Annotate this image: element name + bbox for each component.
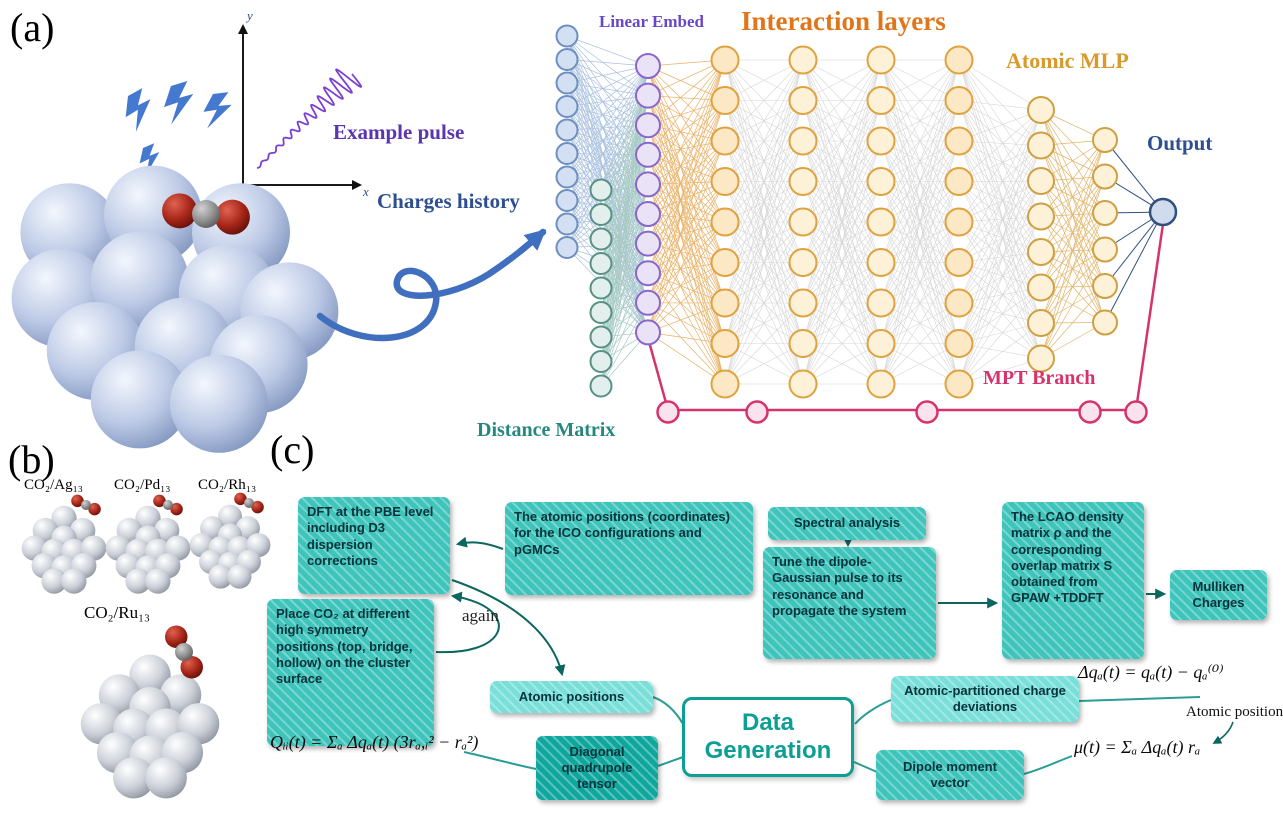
molecule-clusters [21, 492, 271, 799]
distance-matrix-label: Distance Matrix [477, 419, 616, 441]
axis-y-label: y [247, 8, 253, 23]
flow-atomic-coordinates-box: The atomic positions (coordinates) for t… [505, 502, 753, 595]
flow-quadrupole-box: Diagonal quadrupole tensor [536, 736, 658, 800]
flow-spectral-analysis-box: Spectral analysis [768, 507, 926, 540]
molecule-label-rh: CO₂/Rh₁₃ [198, 477, 257, 493]
atomic-mlp-label: Atomic MLP [1006, 48, 1129, 73]
data-generation-box: Data Generation [682, 697, 854, 777]
flow-charge-deviations-box: Atomic-partitioned charge deviations [891, 676, 1079, 722]
example-pulse-plot [238, 24, 363, 190]
flow-lcao-box: The LCAO density matrix ρ and the corres… [1002, 502, 1144, 659]
panel-a-label: (a) [10, 5, 55, 50]
charges-history-arrow [316, 228, 547, 342]
molecule-label-pd: CO₂/Pd₁₃ [114, 477, 171, 493]
lightning-bolts-icon [125, 81, 232, 176]
nanocluster-illustration [11, 165, 339, 453]
equation-dipole: μ(t) = Σₐ Δqₐ(t) rₐ [1074, 737, 1201, 757]
molecule-label-ru: CO₂/Ru₁₃ [84, 603, 150, 622]
flowchart-connectors [435, 536, 1234, 775]
flow-dipole-box: Dipole moment vector [876, 750, 1024, 800]
example-pulse-label: Example pulse [333, 120, 465, 144]
equation-charge-deviation: Δqₐ(t) = qₐ(t) − qₐ⁽⁰⁾ [1078, 662, 1224, 682]
molecule-label-ag: CO₂/Ag₁₃ [24, 477, 84, 493]
charges-history-label: Charges history [377, 189, 520, 213]
flow-place-co2-box: Place CO₂ at different high symmetry pos… [267, 599, 434, 746]
output-label: Output [1147, 131, 1213, 155]
atomic-positions-note: Atomic positions [1186, 704, 1283, 720]
interaction-layers-label: Interaction layers [741, 6, 946, 36]
panel-c-label: (c) [270, 427, 315, 472]
flow-tune-pulse-box: Tune the dipole-Gaussian pulse to its re… [763, 547, 936, 659]
mpt-branch-label: MPT Branch [983, 367, 1096, 389]
again-label: again [462, 606, 499, 625]
flow-mulliken-charges-box: Mulliken Charges [1170, 570, 1267, 620]
axis-x-label: x [363, 184, 369, 199]
flow-atomic-positions-box: Atomic positions [490, 681, 653, 713]
linear-embed-label: Linear Embed [599, 12, 705, 31]
panel-b-label: (b) [8, 437, 55, 482]
flow-dft-box: DFT at the PBE level including D3 disper… [298, 497, 450, 594]
neural-network-graph [555, 24, 1178, 424]
equation-quadrupole: Qᵢᵢ(t) = Σₐ Δqₐ(t) (3rₐ,ᵢ² − rₐ²) [270, 732, 479, 752]
